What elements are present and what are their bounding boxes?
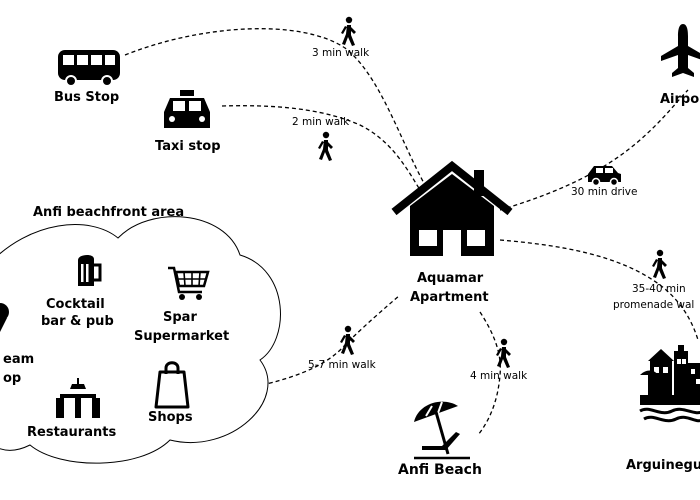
path-arguineguin — [499, 239, 699, 341]
airport-drive-label: 30 min drive — [571, 186, 637, 198]
bus-walk-label: 3 min walk — [312, 47, 370, 59]
town-icon — [639, 345, 700, 423]
anfi-beach-label: Anfi Beach — [398, 462, 482, 478]
beachfront-area-title: Anfi beachfront area — [33, 205, 184, 220]
path-taxi-stop — [221, 105, 421, 191]
cocktail-label-line2: bar & pub — [41, 314, 114, 329]
restaurants-label: Restaurants — [27, 425, 116, 440]
airplane-icon — [661, 24, 700, 77]
path-beachfront — [261, 294, 401, 386]
shopping-cart-icon — [168, 266, 210, 300]
beach-umbrella-icon — [414, 401, 470, 460]
arguineguin-label: Arguinegu — [626, 458, 700, 473]
taxi-walk-label: 2 min walk — [292, 116, 350, 128]
walking-person-icon — [318, 131, 333, 161]
beer-mug-icon — [78, 254, 102, 286]
walking-person-icon — [341, 16, 356, 46]
beach-walk-label: 4 min walk — [470, 370, 528, 382]
ice-cream-icon — [0, 303, 9, 332]
apartment-label-line2: Apartment — [410, 290, 489, 305]
beachfront-walk-label: 5-7 min walk — [308, 359, 377, 371]
walking-person-icon — [496, 338, 511, 368]
taxi-stop-label: Taxi stop — [155, 139, 221, 154]
spar-label-line2: Supermarket — [134, 329, 229, 344]
ice-cream-label-line2: op — [3, 371, 21, 386]
walking-person-icon — [340, 325, 355, 355]
walker-icons — [318, 16, 667, 368]
bus-stop-label: Bus Stop — [54, 90, 119, 105]
path-bus-stop — [124, 28, 426, 186]
arguineguin-walk-label-line2: promenade wal — [613, 299, 694, 311]
car-icon — [588, 166, 621, 187]
cocktail-label-line1: Cocktail — [46, 297, 105, 312]
arguineguin-walk-label-line1: 35-40 min — [632, 283, 686, 295]
beachfront-cloud — [0, 216, 281, 464]
walking-person-icon — [652, 249, 667, 279]
shops-label: Shops — [148, 410, 193, 425]
restaurant-table-icon — [56, 378, 100, 418]
shopping-bag-icon — [154, 361, 190, 409]
ice-cream-label-line1: eam — [3, 352, 34, 367]
taxi-icon — [164, 90, 210, 128]
apartment-label-line1: Aquamar — [417, 271, 484, 286]
path-anfi-beach — [477, 311, 501, 436]
bus-icon — [58, 50, 120, 87]
spar-label-line1: Spar — [163, 310, 197, 325]
house-icon — [391, 160, 513, 256]
airport-label: Airpo — [660, 92, 699, 107]
